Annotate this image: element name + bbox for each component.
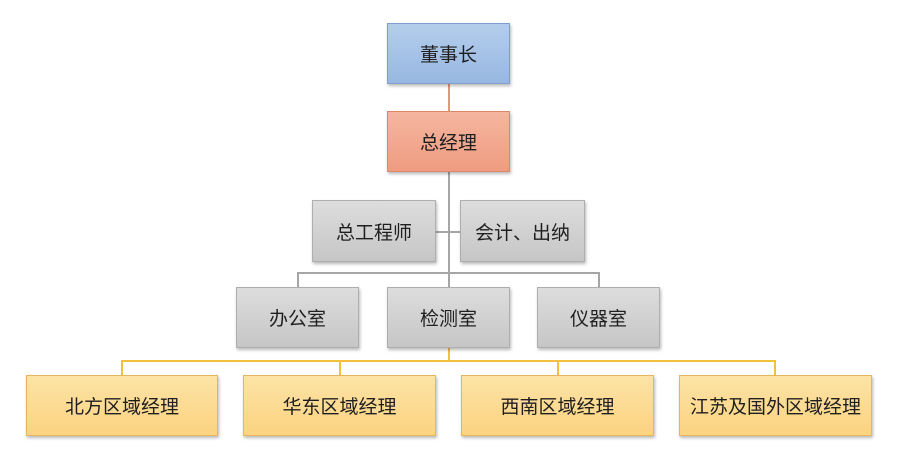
jiangsu-overseas-region-manager-box: 江苏及国外区域经理 <box>679 375 872 436</box>
office-box: 办公室 <box>236 287 359 348</box>
instrument-room-box: 仪器室 <box>537 287 660 348</box>
connector-chairman-gm <box>448 84 450 111</box>
connector-dept-office <box>297 272 299 287</box>
connector-staff <box>436 231 460 233</box>
connector-regions-bus <box>121 360 776 362</box>
east-china-region-manager-box: 华东区域经理 <box>243 375 436 436</box>
connector-region-east <box>339 360 341 375</box>
chief-engineer-box: 总工程师 <box>312 200 436 262</box>
general-manager-box: 总经理 <box>387 111 510 172</box>
connector-gm-trunk <box>448 172 450 273</box>
connector-testing-regions <box>448 348 450 361</box>
connector-region-southwest <box>557 360 559 375</box>
connector-region-jiangsu <box>774 360 776 375</box>
testing-room-box: 检测室 <box>387 287 510 348</box>
connector-dept-testing <box>448 272 450 287</box>
connector-region-north <box>121 360 123 375</box>
north-region-manager-box: 北方区域经理 <box>26 375 218 436</box>
southwest-region-manager-box: 西南区域经理 <box>461 375 654 436</box>
connector-dept-instruments <box>598 272 600 287</box>
accounting-cashier-box: 会计、出纳 <box>460 200 585 262</box>
chairman-box: 董事长 <box>387 23 510 84</box>
